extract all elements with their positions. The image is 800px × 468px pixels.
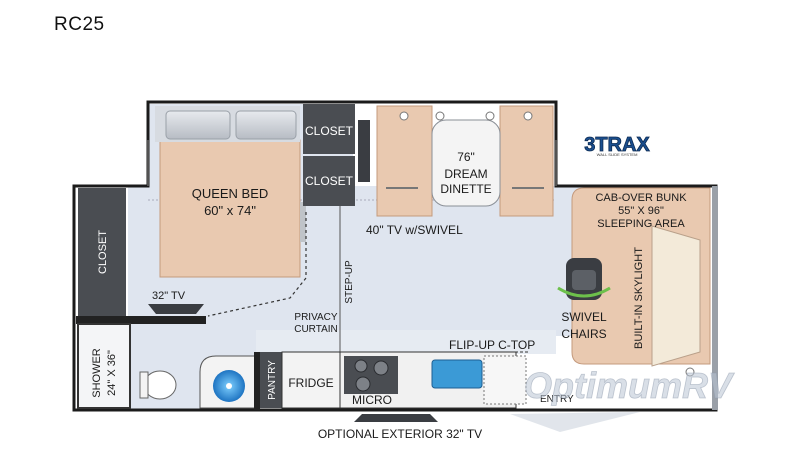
step-up-label: STEP-UP bbox=[344, 260, 355, 304]
closet-left bbox=[78, 188, 126, 316]
flip-up-top bbox=[483, 355, 527, 405]
dinette-size: 76" bbox=[457, 150, 475, 164]
dinette-knob-3 bbox=[485, 111, 495, 121]
queen-bed-name: QUEEN BED bbox=[192, 186, 269, 201]
closet-top bbox=[303, 104, 355, 154]
swivel-label-1: SWIVEL bbox=[561, 310, 607, 324]
tv-40 bbox=[358, 120, 370, 182]
entry-label: ENTRY bbox=[540, 394, 574, 405]
dinette-knob-2 bbox=[435, 111, 445, 121]
swivel-chair-seat bbox=[572, 270, 596, 290]
bath-sink-drain bbox=[226, 383, 232, 389]
exterior-tv-label: OPTIONAL EXTERIOR 32" TV bbox=[318, 427, 482, 441]
closet-top-label: CLOSET bbox=[305, 124, 354, 138]
stove bbox=[344, 356, 398, 394]
closet-left-label: CLOSET bbox=[97, 230, 109, 274]
dinette-table bbox=[431, 119, 501, 207]
bath-wall-right bbox=[254, 352, 260, 410]
privacy-curtain bbox=[207, 212, 307, 317]
dinette-knob-4 bbox=[523, 111, 533, 121]
pantry bbox=[260, 352, 282, 408]
closet-mid bbox=[303, 156, 355, 206]
tv-32-bedroom bbox=[148, 304, 204, 314]
bunk-label-1: CAB-OVER BUNK bbox=[595, 192, 687, 204]
skylight bbox=[651, 225, 701, 367]
tv-bedroom-label: 32" TV bbox=[152, 290, 186, 302]
skylight-label: BUILT-IN SKYLIGHT bbox=[633, 247, 645, 349]
floor-galley-aisle bbox=[256, 330, 556, 354]
three-trax-main: 3TRAX bbox=[584, 134, 650, 156]
shower bbox=[77, 323, 131, 409]
bunk-label-3: SLEEPING AREA bbox=[597, 218, 685, 230]
bed-nightstand bbox=[300, 202, 306, 242]
three-trax-logo bbox=[580, 128, 655, 156]
tv-swivel-label: 40" TV w/SWIVEL bbox=[366, 223, 463, 237]
swivel-arrow-icon bbox=[557, 286, 611, 298]
burner-1 bbox=[354, 359, 368, 373]
watermark-swoosh bbox=[510, 412, 640, 432]
dinette-name-1: DREAM bbox=[444, 167, 487, 181]
privacy-label-2: CURTAIN bbox=[294, 324, 338, 335]
flip-up-label: FLIP-UP C-TOP bbox=[449, 338, 535, 352]
model-title: RC25 bbox=[54, 14, 105, 35]
shower-label-2: 24" X 36" bbox=[106, 350, 118, 396]
galley-sink bbox=[431, 359, 483, 389]
swivel-label-2: CHAIRS bbox=[561, 327, 606, 341]
three-trax-sub: WALL SLIDE SYSTEM bbox=[597, 152, 638, 157]
watermark: OptimumRV bbox=[524, 365, 735, 406]
burner-2 bbox=[373, 360, 389, 376]
tv-exterior bbox=[354, 414, 438, 422]
privacy-label-1: PRIVACY bbox=[294, 312, 337, 323]
shower-label-1: SHOWER bbox=[91, 348, 103, 398]
bed-pillow-right bbox=[235, 110, 297, 140]
fridge bbox=[281, 351, 341, 409]
bath-wall-top bbox=[76, 316, 206, 324]
pantry-label: PANTRY bbox=[267, 360, 278, 400]
fridge-label: FRIDGE bbox=[288, 376, 333, 390]
right-wall-hatch bbox=[712, 186, 718, 410]
closet-mid-label: CLOSET bbox=[305, 174, 354, 188]
burner-3 bbox=[355, 376, 371, 392]
cab-corner-detail bbox=[685, 367, 695, 377]
bunk-label-2: 55" X 96" bbox=[618, 205, 664, 217]
micro-label: MICRO bbox=[352, 393, 392, 407]
toilet bbox=[143, 370, 177, 400]
queen-bed-size: 60" x 74" bbox=[204, 203, 256, 218]
toilet-tank bbox=[139, 371, 149, 399]
dinette-name-2: DINETTE bbox=[440, 182, 491, 196]
dinette-seat-left bbox=[376, 105, 433, 217]
bed-pillow-left bbox=[165, 110, 231, 140]
dinette-seat-right bbox=[499, 105, 554, 217]
dinette-knob-1 bbox=[399, 111, 409, 121]
